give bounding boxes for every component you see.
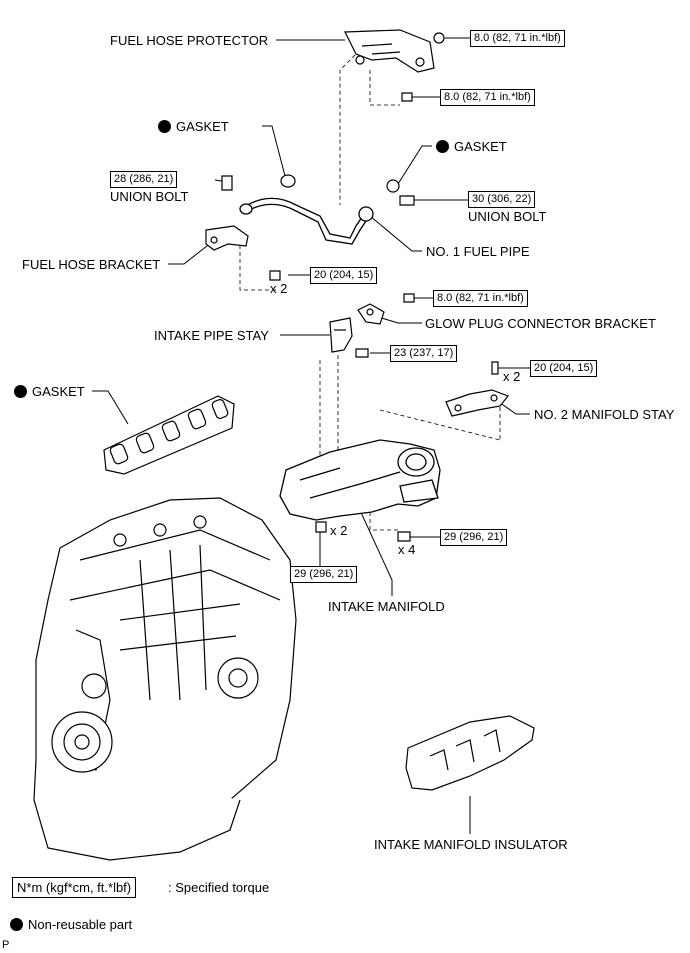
gasket-manifold-label: GASKET — [14, 384, 85, 399]
legend-torque-desc: : Specified torque — [168, 880, 270, 895]
gasket-top-label: GASKET — [158, 119, 229, 134]
multiplier-manifold-right: x 4 — [398, 542, 416, 557]
union-bolt-right-label: UNION BOLT — [468, 209, 547, 224]
torque-stay: 23 (237, 17) — [390, 345, 458, 362]
fuel-hose-bracket-label: FUEL HOSE BRACKET — [22, 257, 161, 272]
multiplier-manifold-stay: x 2 — [503, 369, 521, 384]
legend-torque-unit: N*m (kgf*cm, ft.*lbf) — [12, 877, 137, 898]
glow-plug-connector-bracket-part — [357, 303, 385, 325]
fuel-hose-bracket-part — [205, 225, 249, 251]
no2-manifold-stay-label: NO. 2 MANIFOLD STAY — [534, 407, 675, 422]
torque-protector-bottom: 8.0 (82, 71 in.*lbf) — [440, 89, 535, 106]
leader-gasket-top — [262, 125, 286, 177]
leader-no2-manifold-stay — [495, 399, 530, 415]
multiplier-manifold-left: x 2 — [330, 523, 348, 538]
manifold-gasket-part — [103, 395, 235, 475]
engine-part — [33, 497, 297, 861]
torque-glow-plug: 8.0 (82, 71 in.*lbf) — [433, 290, 528, 307]
intake-pipe-stay-part — [329, 317, 353, 353]
intake-manifold-label: INTAKE MANIFOLD — [328, 599, 445, 614]
intake-manifold-insulator-part — [405, 715, 535, 791]
corner-mark: P — [2, 939, 10, 951]
nonreusable-icon — [14, 385, 27, 398]
gasket-top-text: GASKET — [176, 119, 229, 134]
gasket-manifold-text: GASKET — [32, 384, 85, 399]
bolt-part — [269, 32, 499, 542]
torque-union-left: 28 (286, 21) — [110, 171, 178, 188]
legend-nonreusable: Non-reusable part — [10, 917, 132, 932]
no1-fuel-pipe-label: NO. 1 FUEL PIPE — [426, 244, 530, 259]
union-bolt-left-label: UNION BOLT — [110, 189, 189, 204]
no1-fuel-pipe-part — [239, 197, 374, 245]
torque-protector-top: 8.0 (82, 71 in.*lbf) — [470, 30, 565, 47]
intake-manifold-part — [279, 439, 441, 521]
leader-intake-manifold — [357, 505, 393, 596]
intake-manifold-insulator-label: INTAKE MANIFOLD INSULATOR — [374, 837, 568, 852]
gasket-right-text: GASKET — [454, 139, 507, 154]
intake-pipe-stay-label: INTAKE PIPE STAY — [154, 328, 269, 343]
torque-manifold-stay: 20 (204, 15) — [530, 360, 598, 377]
no2-manifold-stay-part — [445, 389, 509, 417]
gasket-right-label: GASKET — [436, 139, 507, 154]
torque-manifold-right: 29 (296, 21) — [440, 529, 508, 546]
multiplier-bracket: x 2 — [270, 281, 288, 296]
nonreusable-icon — [158, 120, 171, 133]
nonreusable-icon — [10, 918, 23, 931]
fuel-hose-protector-label: FUEL HOSE PROTECTOR — [110, 33, 269, 48]
torque-manifold-left: 29 (296, 21) — [290, 566, 358, 583]
union-bolt-part — [221, 175, 415, 206]
leader-fuel-hose-bracket — [168, 241, 213, 265]
fuel-hose-protector-part — [344, 29, 435, 73]
nonreusable-icon — [436, 140, 449, 153]
leader-gasket-manifold — [92, 390, 129, 425]
torque-union-right: 30 (306, 22) — [468, 191, 536, 208]
glow-plug-connector-bracket-label: GLOW PLUG CONNECTOR BRACKET — [425, 316, 656, 331]
leader-gasket-right — [397, 145, 432, 185]
torque-bracket: 20 (204, 15) — [310, 267, 378, 284]
gasket-ring-part — [280, 174, 400, 193]
legend-nonreusable-text: Non-reusable part — [28, 917, 133, 932]
leader-no1-fuel-pipe — [369, 215, 422, 252]
leader-glow-plug-bracket — [374, 315, 422, 324]
